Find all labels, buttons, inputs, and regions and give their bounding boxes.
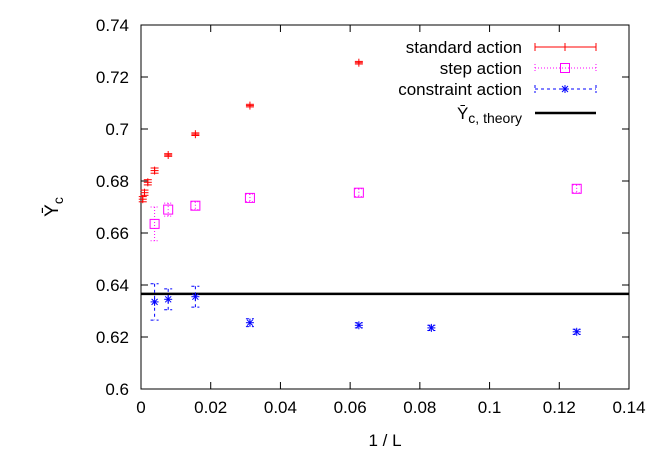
square-marker: [560, 63, 570, 73]
x-tick-label: 0.06: [334, 398, 367, 417]
y-tick-label: 0.7: [105, 120, 129, 139]
x-tick-label: 0.02: [194, 398, 227, 417]
square-marker: [571, 183, 582, 194]
square-marker: [353, 187, 364, 198]
data-point-marker: [353, 187, 364, 198]
series-step-action: [149, 183, 582, 242]
square-marker: [149, 218, 160, 229]
legend: standard action step action constraint act…: [398, 38, 597, 126]
axis-ticks: 0 0.02 0.04 0.06 0.08 0.1 0.12 0.14 0.6 0.62 0.64 0…: [96, 16, 646, 417]
plot-frame: [140, 24, 630, 390]
y-tick-label: 0.62: [96, 328, 129, 347]
legend-label-theory-symbol: Ῡ: [457, 104, 468, 123]
legend-item-theory: Ῡc, theory: [457, 104, 596, 126]
data-series: [138, 58, 582, 336]
y-tick-label: 0.66: [96, 224, 129, 243]
data-point-marker: [561, 43, 569, 51]
y-tick-label: 0.68: [96, 172, 129, 191]
series-constraint-action: [150, 283, 581, 336]
legend-label: standard action: [406, 38, 522, 57]
star-marker-d2: [164, 295, 172, 303]
series-standard-action: [138, 58, 363, 204]
y-axis-label-symbol: Ῡ: [42, 204, 63, 217]
star-marker-d2: [151, 298, 158, 306]
data-point-marker: [244, 192, 255, 203]
x-tick-label: 0.04: [264, 398, 297, 417]
legend-item: constraint action: [398, 80, 597, 99]
data-point-marker: [427, 323, 436, 332]
legend-label-theory-subscript: c, theory: [468, 110, 522, 126]
x-tick-label: 0.1: [478, 398, 502, 417]
legend-item: standard action: [406, 38, 597, 57]
y-tick-label: 0.6: [105, 380, 129, 399]
data-point-marker: [561, 85, 569, 93]
data-point-marker: [138, 195, 147, 204]
legend-label: constraint action: [398, 80, 522, 99]
data-point-marker: [140, 188, 149, 197]
data-point-marker: [354, 58, 363, 67]
data-point-marker: [354, 321, 363, 330]
y-axis-label: Ῡc: [42, 197, 66, 217]
legend-label-theory: Ῡc, theory: [457, 104, 522, 126]
svg-text:Ῡc: Ῡc: [42, 197, 66, 217]
data-point-marker: [191, 130, 200, 139]
y-axis-label-subscript: c: [50, 197, 66, 204]
x-tick-label: 0.12: [543, 398, 576, 417]
legend-label: step action: [440, 59, 522, 78]
square-marker: [244, 192, 255, 203]
y-tick-label: 0.74: [96, 16, 129, 35]
star-marker-d2: [192, 293, 199, 301]
star-marker-d2: [246, 319, 254, 327]
y-tick-label: 0.64: [96, 276, 129, 295]
data-point-marker: [191, 292, 200, 301]
star-marker-d2: [428, 324, 435, 332]
data-point-marker: [164, 151, 173, 159]
data-point-marker: [245, 318, 254, 327]
x-tick-label: 0.14: [612, 398, 645, 417]
data-point-marker: [163, 204, 174, 215]
data-point-marker: [190, 200, 201, 211]
data-point-marker: [164, 295, 173, 304]
data-point-marker: [571, 183, 582, 194]
data-point-marker: [150, 166, 159, 175]
y-tick-label: 0.72: [96, 68, 129, 87]
data-point-marker: [245, 101, 254, 110]
legend-item: step action: [440, 59, 597, 78]
square-marker: [190, 200, 201, 211]
data-point-marker: [572, 327, 581, 336]
star-marker-d2: [561, 85, 569, 93]
data-point-marker: [150, 297, 159, 306]
x-tick-label: 0.08: [403, 398, 436, 417]
x-tick-label: 0: [136, 398, 145, 417]
square-marker: [163, 204, 174, 215]
star-marker-d2: [355, 321, 363, 329]
x-axis-label: 1 / L: [368, 431, 401, 450]
data-point-marker: [149, 218, 160, 229]
data-point-marker: [560, 63, 570, 73]
star-marker-d2: [573, 328, 581, 336]
data-point-marker: [143, 178, 152, 187]
